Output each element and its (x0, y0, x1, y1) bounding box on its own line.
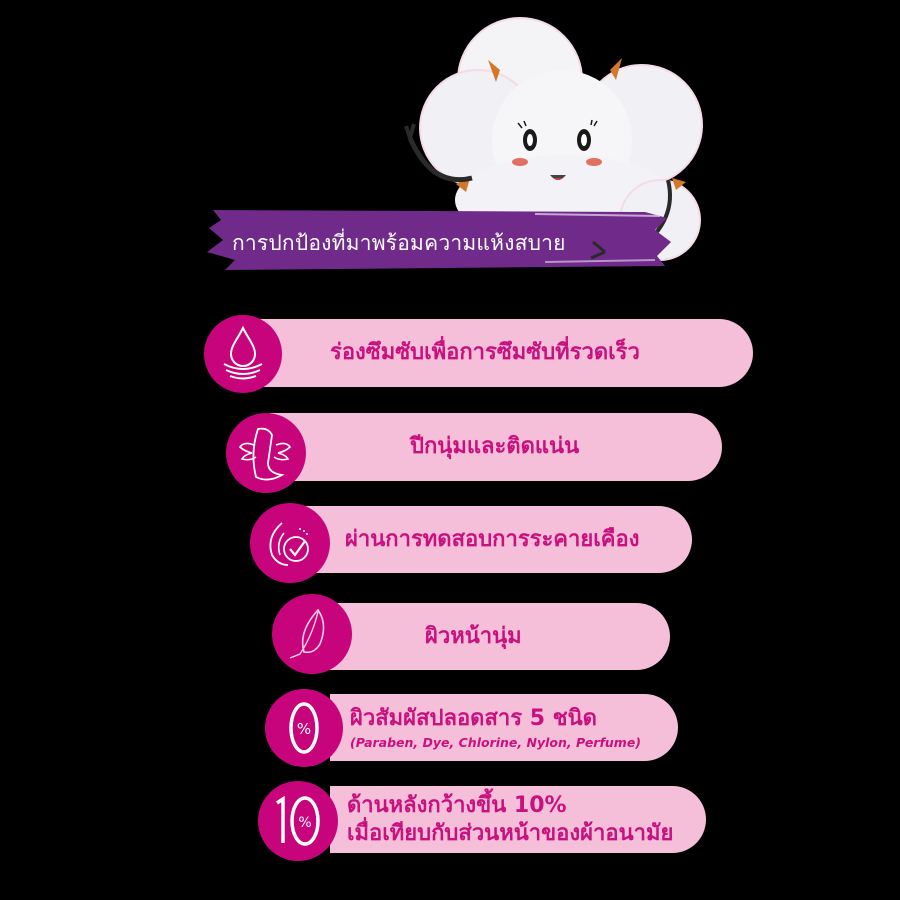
svg-text:%: % (297, 720, 311, 738)
feature-icon-circle (226, 413, 306, 493)
feature-pill-wings (270, 413, 722, 481)
banner-title: การปกป้องที่มาพร้อมความแห้งสบาย (232, 231, 566, 255)
leaf-check-icon (269, 522, 309, 566)
feature-label: ผ่านการทดสอบการระคายเคือง (345, 526, 640, 552)
feature-icon-circle (272, 594, 352, 674)
feature-sublabel: (Paraben, Dye, Chlorine, Nylon, Perfume) (350, 735, 642, 750)
water-drop-icon (223, 325, 263, 380)
banner-brushstroke (207, 210, 671, 270)
feature-icon-circle (250, 503, 330, 583)
feature-pill-soft (320, 603, 670, 670)
ten-percent-icon: % (276, 795, 320, 846)
feature-icon-circle (204, 315, 282, 393)
winged-pad-icon (238, 427, 292, 481)
feather-icon (289, 608, 325, 659)
feature-label: ร่องซึมซับเพื่อการซึมซับที่รวดเร็ว (330, 340, 640, 365)
feature-pill-absorb (250, 319, 753, 387)
feature-label: ปีกนุ่มและติดแน่น (410, 434, 580, 459)
feature-pill-free-from (330, 694, 678, 761)
ten-percent-badge: % (258, 781, 338, 861)
feature-pill-tested (290, 506, 692, 573)
zero-percent-icon: % (289, 702, 319, 754)
zero-percent-badge: % (265, 689, 343, 767)
feature-label: ด้านหลังกว้างขึ้น 10% เมื่อเทียบกับส่วนห… (347, 792, 674, 846)
feature-pill-wider-back (330, 786, 706, 853)
feature-label: ผิวสัมผัสปลอดสาร 5 ชนิด (Paraben, Dye, C… (350, 706, 642, 750)
feature-label: ผิวหน้านุ่ม (425, 623, 522, 649)
svg-text:%: % (298, 815, 311, 831)
